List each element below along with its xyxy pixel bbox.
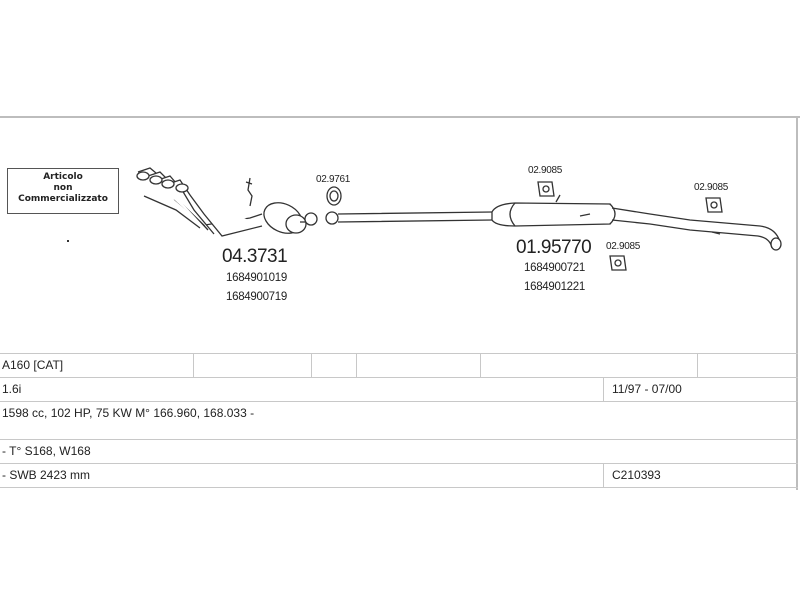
spec-row-model: A160 [CAT] (0, 353, 798, 378)
reference-cell: C210393 (612, 468, 661, 482)
marker-dot (67, 240, 69, 242)
part-number-hanger-2[interactable]: 02.9085 (606, 241, 641, 252)
oem-number: 1684900719 (226, 291, 287, 303)
exhaust-manifold[interactable] (136, 167, 263, 237)
not-commercialized-notice: Articolo non Commercializzato (7, 168, 119, 214)
oem-number: 1684901019 (226, 272, 287, 284)
part-number-manifold[interactable]: 04.3731 (222, 246, 288, 267)
type-cell: - T° S168, W168 (2, 444, 91, 458)
top-divider (0, 116, 800, 118)
power-cell: 1598 cc, 102 HP, 75 KW M° 166.960, 168.0… (2, 406, 255, 420)
oem-number: 1684901221 (524, 281, 585, 293)
column-divider (356, 354, 357, 378)
notice-line-2: non (53, 183, 73, 193)
right-divider (796, 116, 798, 490)
part-number-hanger-3[interactable]: 02.9085 (694, 182, 729, 193)
rubber-hanger-2[interactable] (609, 255, 627, 271)
notice-line-1: Articolo (43, 172, 83, 182)
table-bottom-divider (0, 487, 798, 488)
spec-row-wheelbase: - SWB 2423 mm C210393 (0, 463, 798, 488)
spec-row-power: 1598 cc, 102 HP, 75 KW M° 166.960, 168.0… (0, 401, 798, 439)
oem-number: 1684900721 (524, 262, 585, 274)
column-divider (193, 354, 194, 378)
column-divider (480, 354, 481, 378)
vehicle-spec-table: A160 [CAT] 1.6i 11/97 - 07/00 1598 cc, 1… (0, 353, 798, 488)
rubber-hanger-1[interactable] (537, 181, 555, 197)
part-number-hanger-1[interactable]: 02.9085 (528, 165, 563, 176)
column-divider (603, 378, 604, 402)
middle-silencer[interactable] (491, 194, 616, 227)
rubber-hanger-3[interactable] (705, 197, 723, 213)
column-divider (697, 354, 698, 378)
part-number-silencer[interactable]: 01.95770 (516, 237, 592, 258)
notice-line-3: Commercializzato (18, 194, 108, 204)
catalytic-converter[interactable] (245, 177, 312, 239)
spec-row-engine: 1.6i 11/97 - 07/00 (0, 377, 798, 402)
years-cell: 11/97 - 07/00 (612, 382, 682, 396)
wheelbase-cell: - SWB 2423 mm (2, 468, 91, 482)
column-divider (603, 464, 604, 488)
tail-pipe[interactable] (611, 207, 782, 251)
column-divider (311, 354, 312, 378)
spec-row-type: - T° S168, W168 (0, 439, 798, 463)
engine-cell: 1.6i (2, 382, 22, 396)
part-number-gasket[interactable]: 02.9761 (316, 174, 351, 185)
gasket-ring[interactable] (326, 186, 342, 206)
model-cell: A160 [CAT] (2, 358, 64, 372)
front-pipe[interactable] (304, 211, 493, 226)
